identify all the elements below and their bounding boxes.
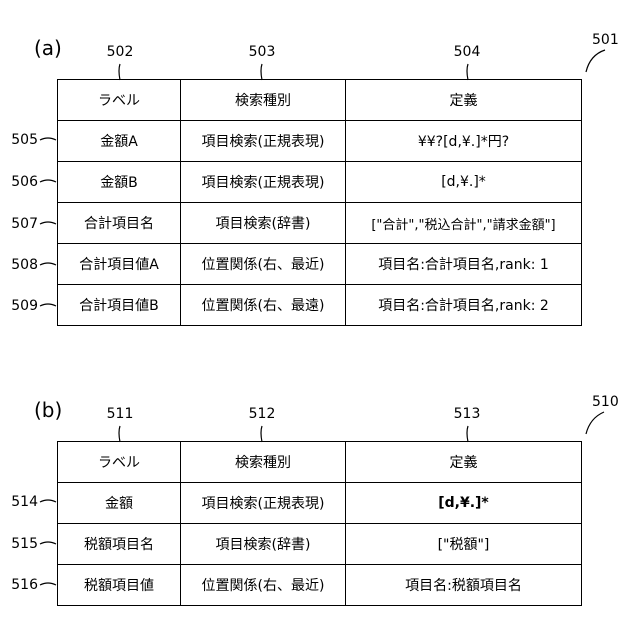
- cell-label: 合計項目値A: [58, 244, 181, 285]
- table-row: 合計項目名 項目検索(辞書) ["合計","税込合計","請求金額"]: [58, 203, 582, 244]
- row-ref-516: 516: [4, 577, 38, 593]
- leader-504: [467, 64, 468, 80]
- cell-definition: ["税額"]: [346, 524, 582, 565]
- label-definition-table-b: ラベル 検索種別 定義 金額 項目検索(正規表現) [d,¥.]* 税額項目名 …: [57, 441, 582, 606]
- table-header-row: ラベル 検索種別 定義: [58, 80, 582, 121]
- cell-label: 税額項目値: [58, 565, 181, 606]
- panel-a-label: (a): [34, 36, 62, 60]
- table-row: 税額項目値 位置関係(右、最近) 項目名:税額項目名: [58, 565, 582, 606]
- cell-search-type: 位置関係(右、最近): [181, 244, 346, 285]
- cell-search-type: 項目検索(正規表現): [181, 483, 346, 524]
- table-ref-b: 510: [592, 394, 619, 410]
- table-row: 金額B 項目検索(正規表現) [d,¥.]*: [58, 162, 582, 203]
- cell-label: 金額B: [58, 162, 181, 203]
- header-search-type: 検索種別: [181, 80, 346, 121]
- cell-search-type: 項目検索(辞書): [181, 524, 346, 565]
- table-row: 金額A 項目検索(正規表現) ¥¥?[d,¥.]*円?: [58, 121, 582, 162]
- row-ref-506: 506: [4, 174, 38, 190]
- leader-507: [40, 222, 56, 224]
- leader-506: [40, 180, 56, 182]
- row-ref-507: 507: [4, 216, 38, 232]
- row-ref-505: 505: [4, 132, 38, 148]
- leader-511: [119, 426, 120, 442]
- cell-search-type: 項目検索(辞書): [181, 203, 346, 244]
- leader-510: [586, 412, 604, 434]
- panel-b-label: (b): [34, 398, 62, 422]
- leader-512: [261, 426, 262, 442]
- table-row: 金額 項目検索(正規表現) [d,¥.]*: [58, 483, 582, 524]
- header-label: ラベル: [58, 80, 181, 121]
- leader-515: [40, 542, 56, 544]
- cell-definition: [d,¥.]*: [346, 483, 582, 524]
- cell-definition: [d,¥.]*: [346, 162, 582, 203]
- col-ref-b-2: 513: [454, 406, 481, 422]
- leader-508: [40, 263, 56, 265]
- cell-definition: 項目名:合計項目名,rank: 2: [346, 285, 582, 326]
- cell-label: 合計項目名: [58, 203, 181, 244]
- leader-509: [40, 304, 56, 306]
- header-label: ラベル: [58, 442, 181, 483]
- label-definition-table-a: ラベル 検索種別 定義 金額A 項目検索(正規表現) ¥¥?[d,¥.]*円? …: [57, 79, 582, 326]
- cell-label: 金額A: [58, 121, 181, 162]
- row-ref-508: 508: [4, 257, 38, 273]
- table-row: 税額項目名 項目検索(辞書) ["税額"]: [58, 524, 582, 565]
- cell-search-type: 位置関係(右、最遠): [181, 285, 346, 326]
- cell-definition: 項目名:税額項目名: [346, 565, 582, 606]
- header-definition: 定義: [346, 442, 582, 483]
- cell-label: 合計項目値B: [58, 285, 181, 326]
- cell-definition: ["合計","税込合計","請求金額"]: [346, 203, 582, 244]
- row-ref-514: 514: [4, 494, 38, 510]
- table-ref-a: 501: [592, 32, 619, 48]
- header-search-type: 検索種別: [181, 442, 346, 483]
- col-ref-a-1: 503: [249, 44, 276, 60]
- col-ref-a-0: 502: [107, 44, 134, 60]
- leader-501: [586, 50, 605, 72]
- cell-definition: ¥¥?[d,¥.]*円?: [346, 121, 582, 162]
- leader-505: [40, 138, 56, 140]
- leader-513: [467, 426, 468, 442]
- header-definition: 定義: [346, 80, 582, 121]
- leader-516: [40, 583, 56, 585]
- table-row: 合計項目値B 位置関係(右、最遠) 項目名:合計項目名,rank: 2: [58, 285, 582, 326]
- col-ref-b-0: 511: [107, 406, 134, 422]
- cell-label: 税額項目名: [58, 524, 181, 565]
- leader-514: [40, 500, 56, 502]
- cell-search-type: 項目検索(正規表現): [181, 162, 346, 203]
- cell-search-type: 項目検索(正規表現): [181, 121, 346, 162]
- leader-503: [261, 64, 262, 80]
- row-ref-509: 509: [4, 298, 38, 314]
- col-ref-b-1: 512: [249, 406, 276, 422]
- cell-label: 金額: [58, 483, 181, 524]
- row-ref-515: 515: [4, 536, 38, 552]
- cell-search-type: 位置関係(右、最近): [181, 565, 346, 606]
- col-ref-a-2: 504: [454, 44, 481, 60]
- cell-definition: 項目名:合計項目名,rank: 1: [346, 244, 582, 285]
- leader-502: [119, 64, 120, 80]
- table-header-row: ラベル 検索種別 定義: [58, 442, 582, 483]
- table-row: 合計項目値A 位置関係(右、最近) 項目名:合計項目名,rank: 1: [58, 244, 582, 285]
